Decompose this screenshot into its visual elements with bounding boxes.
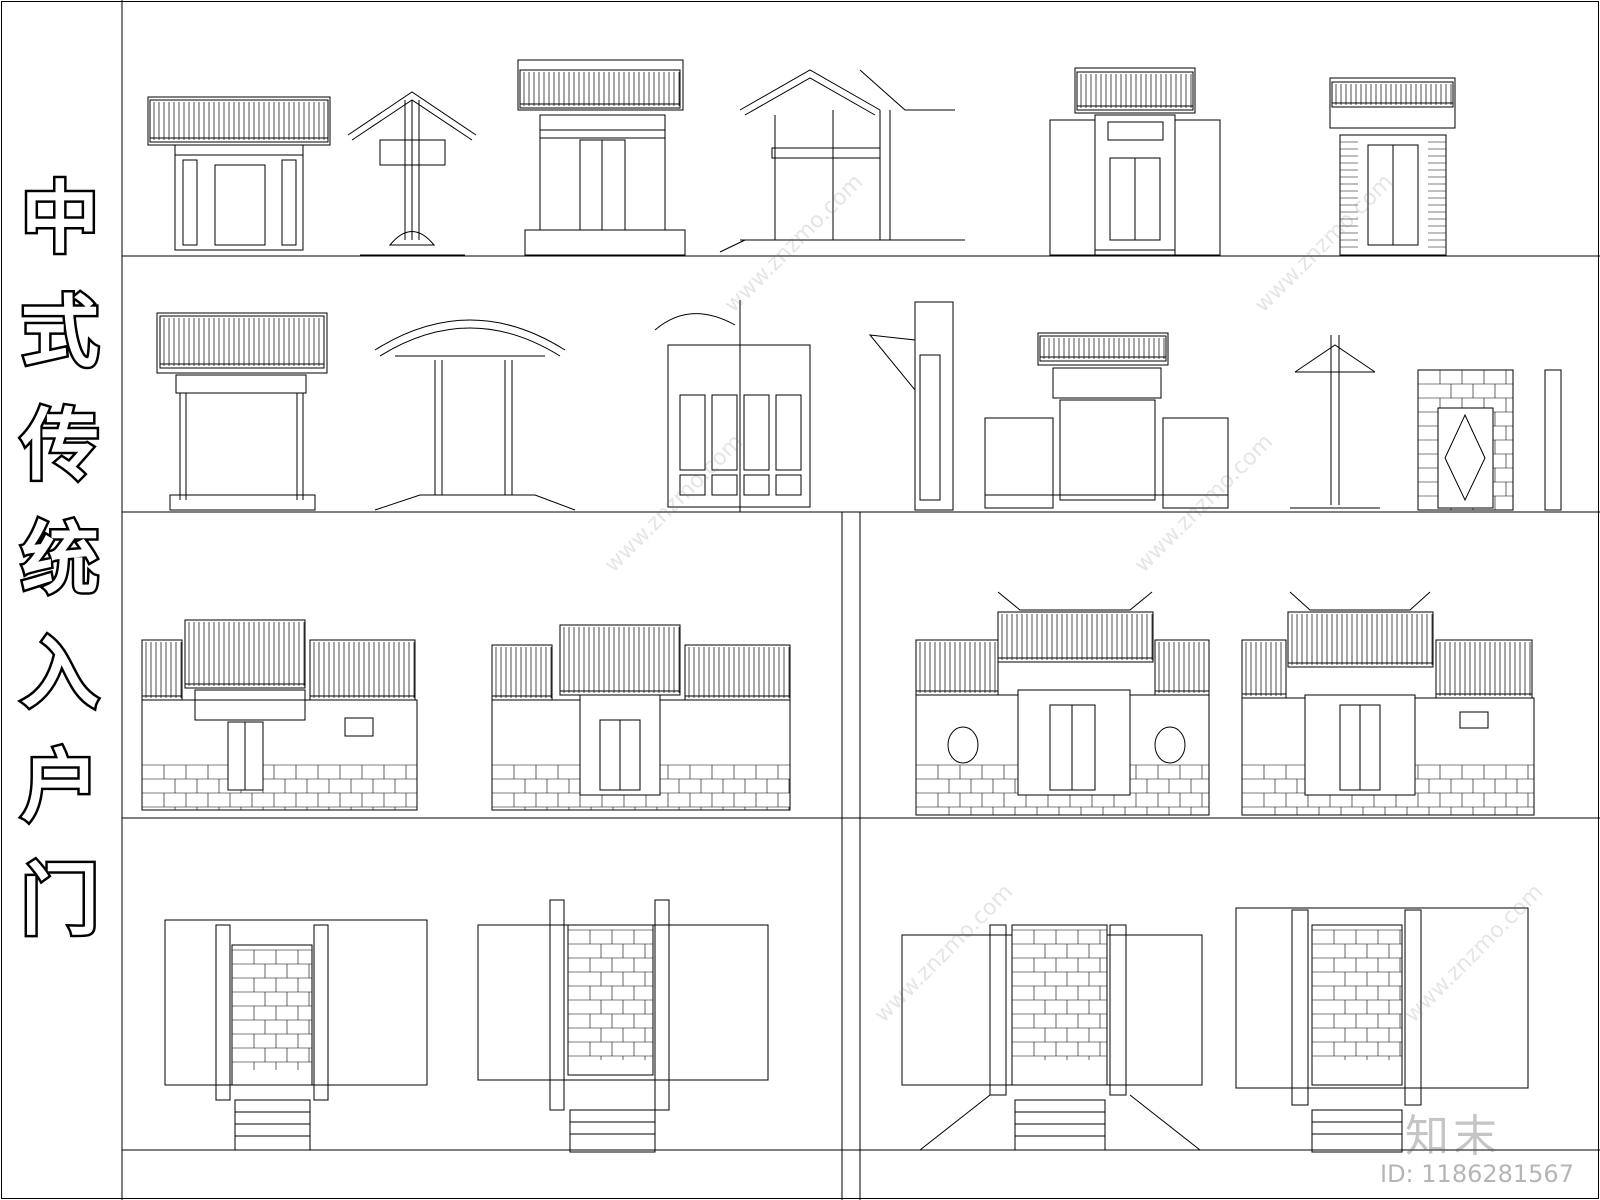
gate-plan-3 [901,924,1203,1151]
arched-open-gate [374,319,576,511]
brick-hatch [142,764,417,810]
pavilion-gate [347,91,477,256]
brick-hatch [568,929,653,1060]
roof-tile-hatch [559,624,681,696]
vertical-title: 中 式 传 统 入 户 门 [10,174,110,946]
flat-roof-door-gate [1049,67,1221,256]
roof-tile-hatch [519,69,681,109]
title-char: 户 [18,742,101,833]
walled-signboard-gate [984,332,1229,509]
title-char: 传 [18,401,101,492]
courtyard-gate-elevation-1 [141,619,418,811]
title-char: 中 [18,174,101,264]
title-char: 入 [18,628,101,719]
roof-tile-hatch [1331,81,1454,108]
brick-diamond-door [1417,369,1562,511]
roof-tile-hatch [159,315,325,369]
title-char: 门 [18,855,101,946]
courtyard-gate-elevation-2 [491,624,791,811]
roof-tile-hatch [184,619,306,689]
roofed-double-door-gate [517,59,686,256]
brick-hatch [1312,929,1402,1060]
roof-tile-hatch [1154,639,1210,696]
roof-tile-hatch [997,611,1154,663]
gate-plan-1 [164,919,428,1151]
brick-hatch [1012,929,1107,1060]
gate-elevation-1 [147,96,331,251]
courtyard-gate-elevation-3 [915,591,1210,816]
brick-hatch [232,949,312,1070]
roof-tile-hatch [915,639,999,696]
roof-tile-hatch [1241,639,1287,699]
brick-hatch [1340,134,1358,248]
title-char: 式 [18,287,101,378]
open-roof-gate [719,69,965,253]
roof-tile-hatch [1435,639,1533,699]
carved-panel-doors [654,300,811,512]
roof-tile-hatch [491,644,553,701]
brand-logo: 知末 [1405,1111,1501,1162]
roof-tile-hatch [1287,611,1434,668]
side-section-gate [868,301,954,511]
title-char: 统 [18,514,101,605]
gate-plan-4 [1235,907,1529,1153]
image-id-label: ID: 1186281567 [1380,1160,1574,1188]
roof-tile-hatch [1039,335,1167,362]
roof-tile-hatch [149,99,329,143]
gate-plan-2 [477,899,769,1153]
brick-gate-with-door [1329,77,1456,256]
brick-hatch [1428,134,1446,248]
courtyard-gate-elevation-4 [1241,591,1535,816]
roof-tile-hatch [684,644,791,701]
roof-tile-hatch [1076,71,1194,111]
roof-tile-hatch [309,639,416,701]
small-pavilion [1290,335,1380,509]
open-post-gate [156,312,328,511]
roof-tile-hatch [141,639,183,701]
